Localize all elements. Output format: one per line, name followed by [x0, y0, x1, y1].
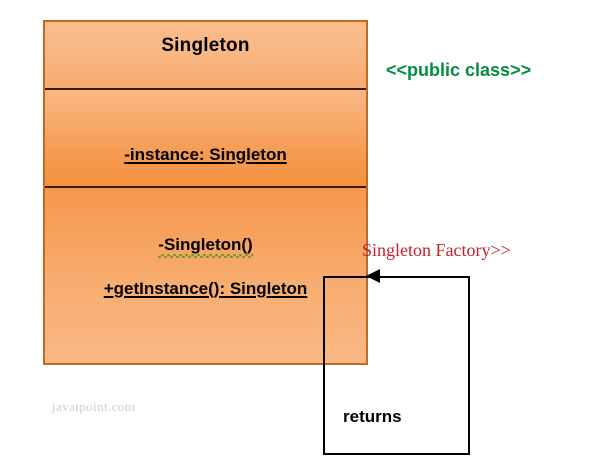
class-name-compartment: Singleton	[45, 22, 366, 90]
operation-getinstance: +getInstance(): Singleton	[103, 279, 308, 298]
returns-label: returns	[343, 407, 402, 426]
returns-association-path	[323, 276, 470, 455]
stereotype-public-class-label: <<public class>>	[386, 60, 532, 80]
class-operations-compartment: -Singleton() +getInstance(): Singleton	[45, 188, 366, 363]
attribute-instance: -instance: Singleton	[124, 145, 287, 164]
singleton-factory-label: Singleton Factory>>	[362, 240, 511, 260]
operation-constructor: -Singleton()	[45, 235, 366, 258]
watermark: javatpoint.com	[52, 399, 136, 414]
class-name-label: Singleton	[161, 35, 250, 56]
class-attributes-compartment: -instance: Singleton	[45, 90, 366, 188]
uml-class-box-singleton[interactable]: Singleton -instance: Singleton -Singleto…	[43, 20, 368, 365]
operation-constructor-label: -Singleton()	[158, 235, 254, 258]
arrowhead-icon	[366, 269, 380, 283]
